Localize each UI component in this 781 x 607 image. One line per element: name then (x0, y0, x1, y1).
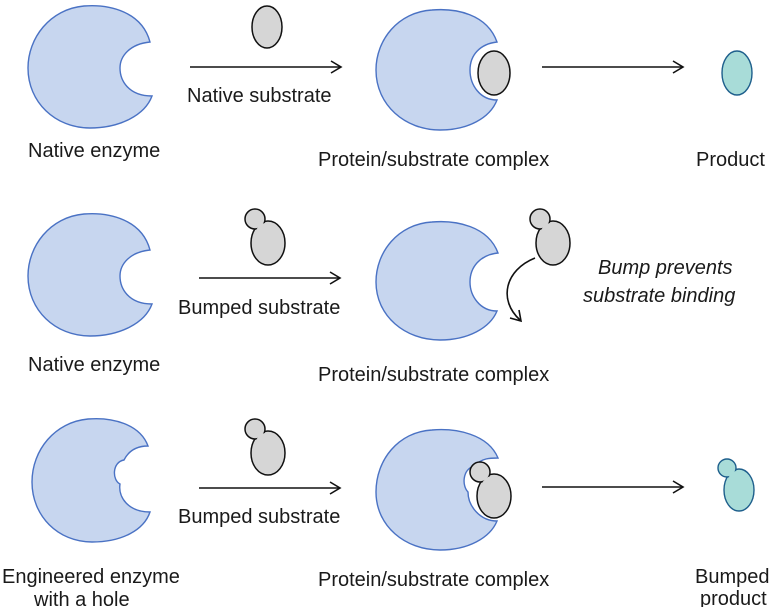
rejected-bumped-substrate (529, 208, 571, 266)
bump-note-line1: Bump prevents (598, 257, 733, 279)
engineered-enzyme-label-line2: with a hole (33, 589, 130, 607)
bumped-substrate-shape-3 (244, 418, 286, 476)
bumped-product-label-line2: product (700, 588, 767, 607)
deflection-arrow-head (509, 309, 523, 323)
product-shape (721, 50, 753, 96)
bumped-product-shape (717, 458, 755, 512)
product-label: Product (696, 149, 765, 171)
complex-label-3: Protein/substrate complex (318, 569, 549, 591)
complex-label-1: Protein/substrate complex (318, 149, 549, 171)
native-substrate-shape (251, 5, 283, 49)
bound-native-substrate (477, 50, 511, 96)
native-enzyme-label-2: Native enzyme (28, 354, 160, 376)
arrow-1a-head (330, 60, 343, 74)
engineered-enzyme-label-line1: Engineered enzyme (2, 566, 180, 588)
native-enzyme-shape-2 (27, 213, 154, 337)
native-substrate-label: Native substrate (187, 85, 332, 107)
row-native-substrate: Native enzyme Native substrate Protein/s… (27, 5, 765, 171)
engineered-complex-enzyme-shape (375, 428, 500, 551)
complex-label-2: Protein/substrate complex (318, 364, 549, 386)
complex-enzyme-shape-2 (375, 220, 499, 341)
engineered-enzyme-shape (31, 417, 151, 543)
arrow-1b-head (672, 60, 685, 74)
native-enzyme-label: Native enzyme (28, 140, 160, 162)
bumped-substrate-label-2: Bumped substrate (178, 297, 340, 319)
row-engineered-enzyme: Engineered enzyme with a hole Bumped sub… (2, 417, 770, 607)
bumped-product-label-line1: Bumped (695, 566, 770, 588)
arrow-3b-head (672, 480, 685, 494)
bump-note-line2: substrate binding (583, 285, 735, 307)
complex-enzyme-shape (375, 8, 499, 131)
bumped-substrate-label-3: Bumped substrate (178, 506, 340, 528)
arrow-3a-head (329, 481, 342, 495)
arrow-2-head (329, 271, 342, 285)
bound-bumped-substrate (469, 461, 512, 519)
bumped-substrate-shape (244, 208, 286, 266)
deflection-arrow (506, 257, 536, 321)
row-bumped-substrate-native-enzyme: Native enzyme Bumped substrate Bump prev… (27, 208, 735, 386)
native-enzyme-shape (27, 5, 154, 129)
